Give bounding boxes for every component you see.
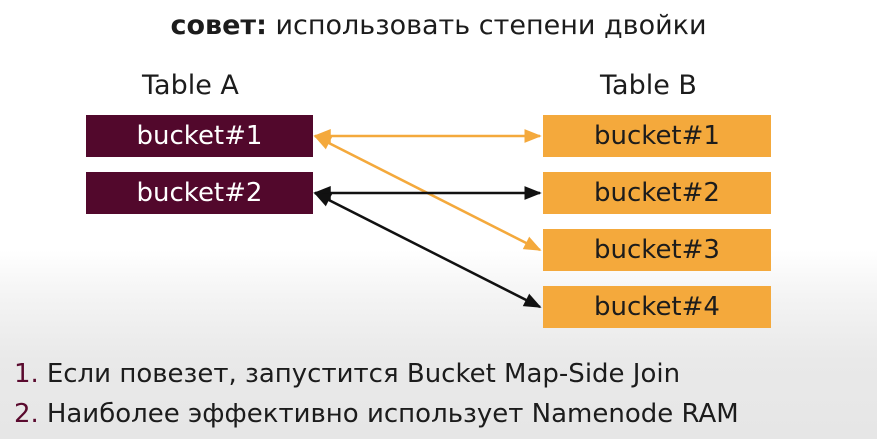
note-text: Наиболее эффективно использует Namenode … xyxy=(46,399,739,429)
table-b-bucket-3: bucket#3 xyxy=(543,229,771,271)
title-text: использовать степени двойки xyxy=(275,10,707,41)
note-item: 2.Наиболее эффективно использует Namenod… xyxy=(14,394,739,434)
table-b-bucket-4: bucket#4 xyxy=(543,286,771,328)
note-text: Если повезет, запустится Bucket Map-Side… xyxy=(46,359,681,389)
table-b-bucket-2: bucket#2 xyxy=(543,172,771,214)
note-item: 1.Если повезет, запустится Bucket Map-Si… xyxy=(14,354,739,394)
table-b-bucket-1: bucket#1 xyxy=(543,115,771,157)
slide-title: совет: использовать степени двойки xyxy=(0,10,877,41)
table-a-bucket-1: bucket#1 xyxy=(86,115,313,157)
title-keyword: совет: xyxy=(170,10,267,41)
table-a-header: Table A xyxy=(142,70,239,101)
table-b-header: Table B xyxy=(600,70,697,101)
notes-list: 1.Если повезет, запустится Bucket Map-Si… xyxy=(14,354,739,434)
note-number: 2. xyxy=(14,399,39,429)
arrow-a2-b4 xyxy=(313,191,542,309)
table-a-bucket-2: bucket#2 xyxy=(86,172,313,214)
note-number: 1. xyxy=(14,359,39,389)
